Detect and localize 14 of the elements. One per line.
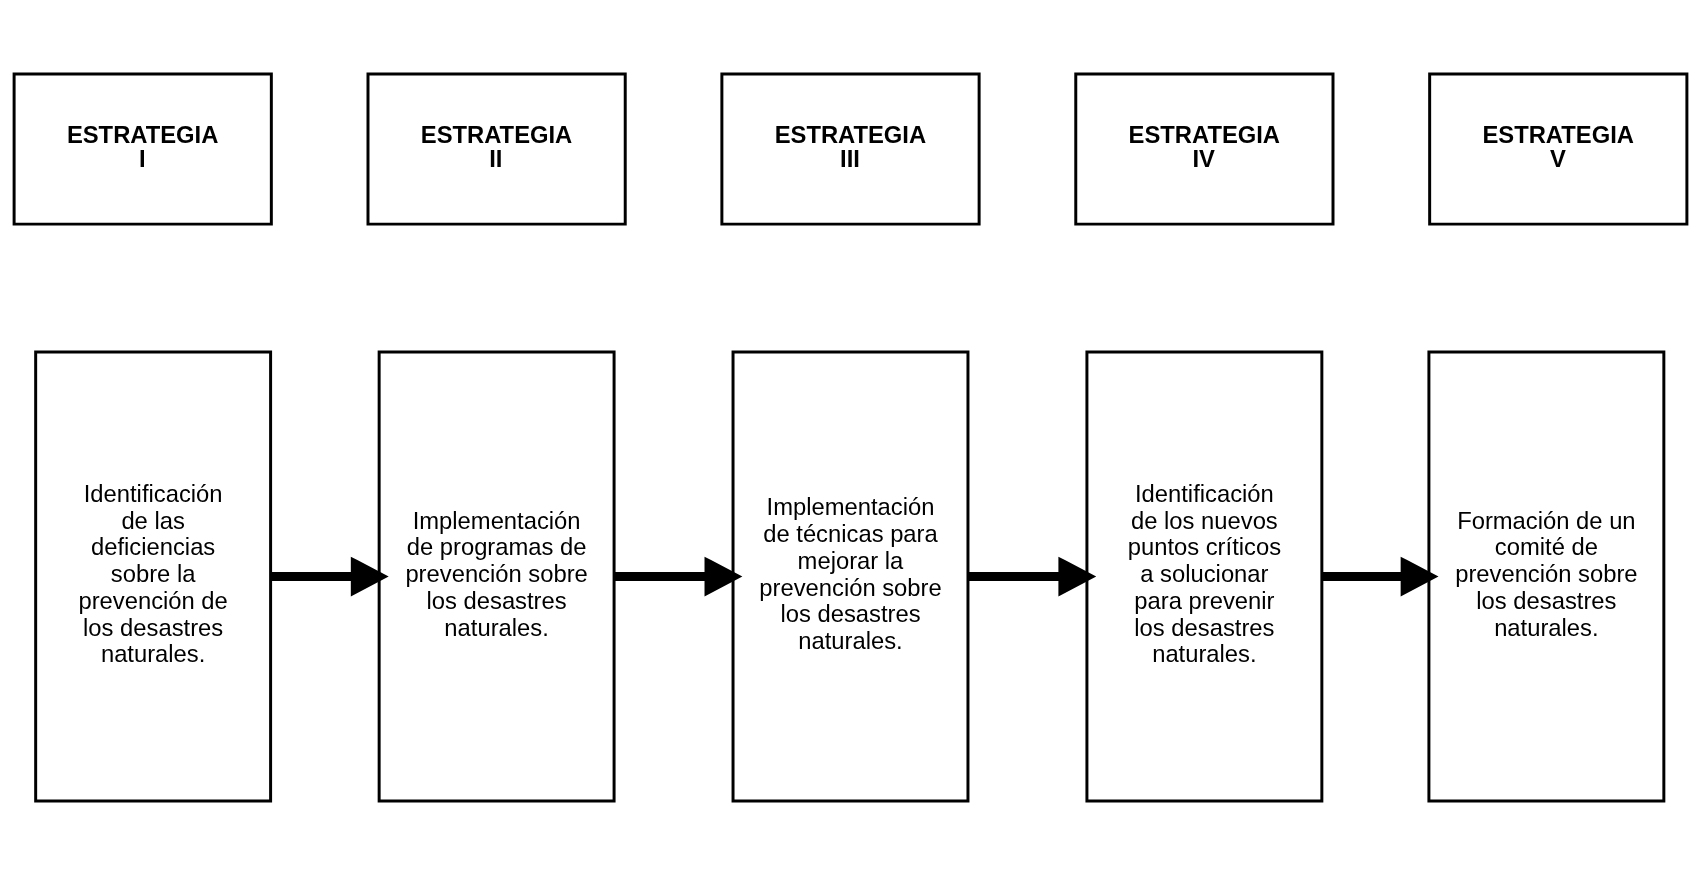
node-box: ESTRATEGIA III	[720, 71, 981, 226]
arrow	[1321, 556, 1439, 596]
node-box: Implementación de técnicas para mejorar la prevención sobre los desastres naturales.	[731, 350, 970, 803]
arrow	[271, 556, 389, 596]
node-box: ESTRATEGIA II	[366, 71, 627, 226]
arrow	[968, 556, 1097, 596]
node-box: Identificación de los nuevos puntos críticos a solucionar para prevenir los desastres naturales.	[1085, 350, 1324, 803]
node-box: ESTRATEGIA V	[1428, 71, 1689, 226]
node-box: Formación de un comité de prevención sobre los desastres naturales.	[1427, 350, 1666, 803]
node-box: Implementación de programas de prevención sobre los desastres naturales.	[377, 350, 616, 803]
node-box: Identificación de las deficiencias sobre la prevención de los desastres naturales.	[34, 350, 273, 803]
node-box: ESTRATEGIA IV	[1074, 71, 1335, 226]
node-box: ESTRATEGIA I	[12, 71, 273, 226]
arrow	[614, 556, 743, 596]
